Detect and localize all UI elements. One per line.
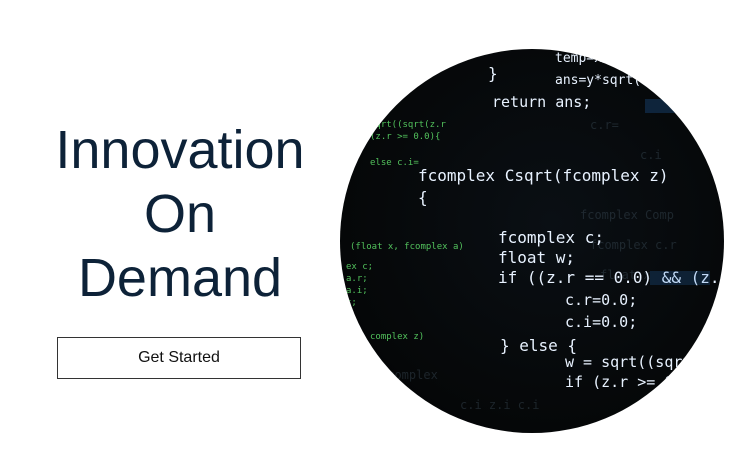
code-line-decl-w: float w; (498, 248, 575, 267)
code-line-decl-c: fcomplex c; (498, 228, 604, 247)
green-code-line: sqrt((sqrt(z.r (370, 120, 446, 130)
code-line-sqrt: w = sqrt((sqrt(z.r* (565, 353, 724, 371)
code-line-return: return ans; (492, 93, 591, 111)
green-code-line: (float x, fcomplex a) (350, 242, 464, 252)
code-highlight (645, 99, 705, 113)
green-code-line: a.r; (346, 274, 368, 284)
green-code-line: a.i; (346, 286, 368, 296)
code-line-brace: } (488, 64, 498, 83)
faded-code-line: c.i (640, 148, 662, 162)
get-started-button[interactable]: Get Started (57, 337, 301, 379)
green-code-line: c; (346, 298, 357, 308)
code-line-ci: c.i=0.0; (565, 313, 637, 331)
faded-code-line: fcomplex Comp (580, 208, 674, 222)
code-screen-image: c.r= c.i fcomplex Comp fcomplex c.r floa… (340, 49, 724, 433)
green-code-line: complex z) (370, 332, 424, 342)
faded-code-line: float x (600, 268, 651, 282)
faded-code-line: fcomplex c.r (590, 238, 677, 252)
code-line-ans: ans=y*sqrt(1.0+temp*te (555, 73, 724, 88)
code-line-temp: temp=x/y; (555, 51, 625, 66)
faded-code-line: c.r= (590, 118, 619, 132)
code-line-if: if ((z.r == 0.0) && (z.i == 0.0)) { (498, 268, 724, 287)
code-line-if-zr: if (z.r >= 0.0){ (565, 373, 710, 391)
green-code-line: (z.r >= 0.0){ (370, 132, 440, 142)
hero-title-line-3: Demand (77, 248, 283, 308)
code-highlight (650, 271, 710, 285)
faded-code-line: fcomplex (380, 368, 438, 382)
code-screen-graphic: c.r= c.i fcomplex Comp fcomplex c.r floa… (346, 51, 724, 412)
code-line-function: fcomplex Csqrt(fcomplex z) (418, 166, 668, 185)
code-line-open-brace: { (418, 188, 428, 207)
hero-title-line-2: On (143, 184, 217, 244)
faded-code-line: c.i z.i c.i (460, 398, 539, 412)
hero-title-line-1: Innovation (55, 120, 305, 180)
green-code-line: else c.i= (370, 158, 419, 168)
green-code-line: ex c; (346, 262, 373, 272)
hero-title: Innovation On Demand (0, 118, 360, 310)
code-line-cr: c.r=0.0; (565, 291, 637, 309)
code-line-else: } else { (500, 336, 577, 355)
